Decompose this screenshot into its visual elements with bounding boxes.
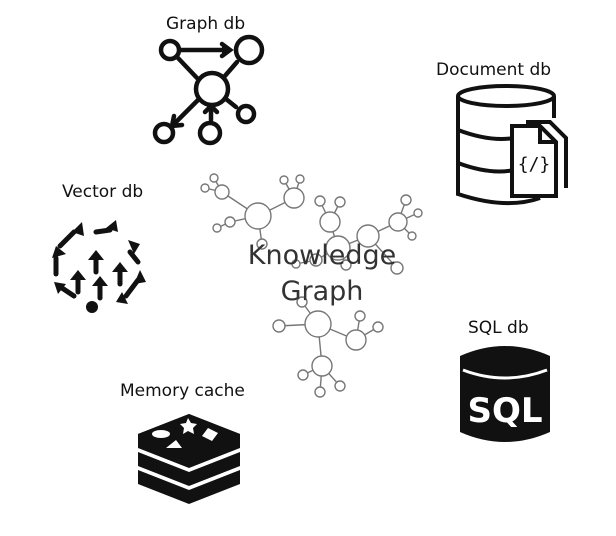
redis-stack-icon bbox=[138, 414, 240, 504]
vector-db-label: Vector db bbox=[62, 182, 144, 202]
sql-db-label: SQL db bbox=[468, 318, 529, 338]
graph-db-label: Graph db bbox=[166, 14, 246, 34]
vector-arrows-icon bbox=[52, 220, 146, 313]
knowledge-graph-title-line1: Knowledge bbox=[247, 240, 397, 271]
graph-network-icon bbox=[152, 34, 265, 146]
document-db-label: Document db bbox=[436, 60, 552, 80]
database-document-icon: {/} bbox=[456, 84, 568, 206]
sql-icon-text: SQL bbox=[467, 391, 542, 431]
svg-text:{/}: {/} bbox=[518, 154, 551, 175]
knowledge-graph-title-line2: Graph bbox=[280, 276, 364, 307]
sql-database-icon: SQL bbox=[460, 346, 550, 442]
knowledge-graph-title: Knowledge Graph bbox=[220, 238, 424, 310]
memory-cache-label: Memory cache bbox=[120, 381, 245, 401]
